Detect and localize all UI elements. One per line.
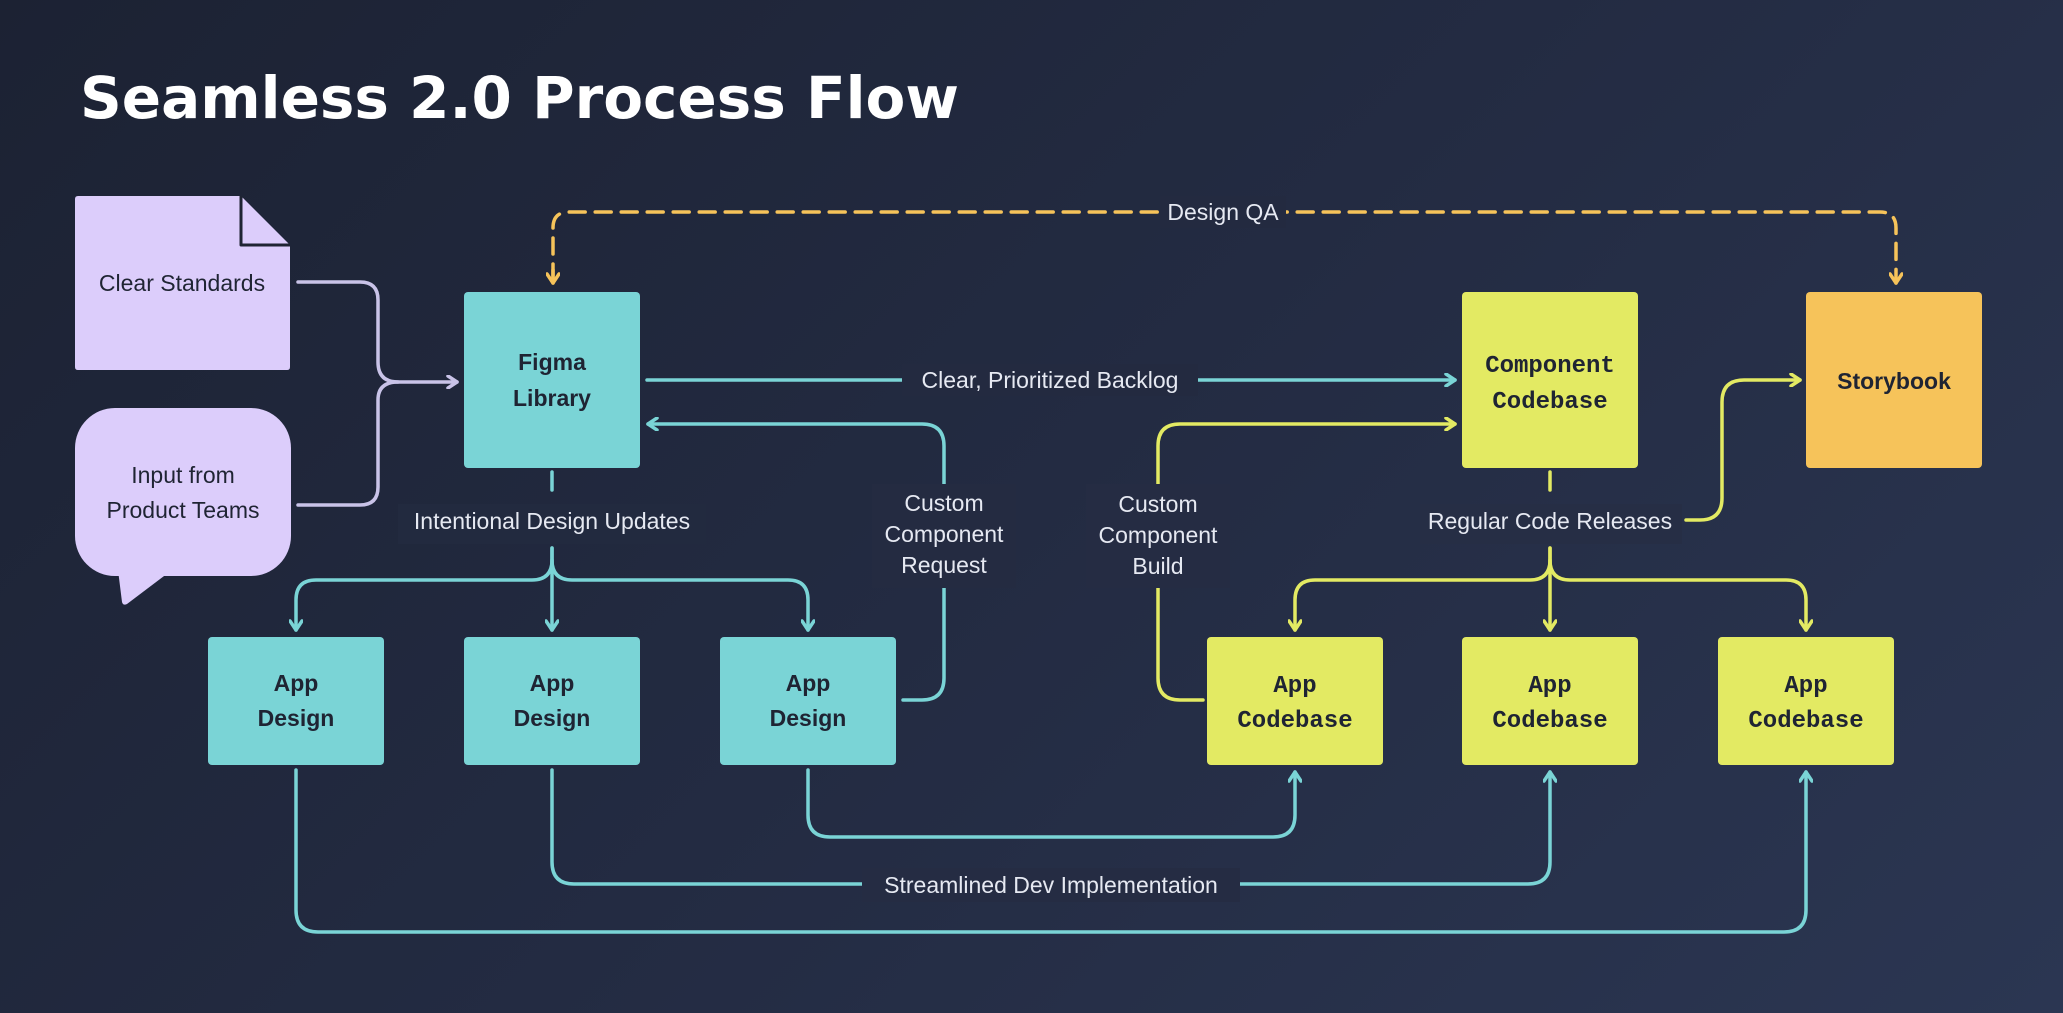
dev-impl-label: Streamlined Dev Implementation xyxy=(884,872,1218,898)
component-codebase-label-2: Codebase xyxy=(1492,389,1607,416)
code-releases-left xyxy=(1295,546,1552,632)
app-design-label-3b: Design xyxy=(770,705,847,731)
app-design-label-2a: App xyxy=(530,670,575,696)
product-input-node: Input from Product Teams xyxy=(75,408,291,605)
code-releases-right xyxy=(1548,558,1806,632)
page-title: Seamless 2.0 Process Flow xyxy=(80,64,959,132)
app-codebase-label-2b: Codebase xyxy=(1492,708,1607,735)
app-codebase-node-3: App Codebase xyxy=(1718,637,1894,765)
app-codebase-label-2a: App xyxy=(1528,673,1571,700)
custom-request-label-1: Custom xyxy=(904,490,983,516)
app-design-label-2b: Design xyxy=(514,705,591,731)
custom-build-label-1: Custom xyxy=(1118,491,1197,517)
design-updates-label-bg xyxy=(398,504,706,544)
component-codebase-node: Component Codebase xyxy=(1462,292,1638,468)
code-releases-label-bg xyxy=(1420,504,1682,544)
app-codebase-label-1b: Codebase xyxy=(1237,708,1352,735)
app-codebase-label-1a: App xyxy=(1273,673,1316,700)
product-input-label-2: Product Teams xyxy=(107,497,260,523)
clear-standards-label: Clear Standards xyxy=(99,270,265,296)
storybook-label: Storybook xyxy=(1837,368,1951,394)
app-codebase-node-1: App Codebase xyxy=(1207,637,1383,765)
clear-standards-node: Clear Standards xyxy=(75,196,290,370)
app-design-node-2: App Design xyxy=(464,637,640,765)
figma-library-label-1: Figma xyxy=(518,349,586,375)
input-connector xyxy=(296,380,400,507)
custom-request-label-2: Component xyxy=(885,521,1005,547)
custom-build-label-bg xyxy=(1086,484,1230,588)
custom-build-label-3: Build xyxy=(1132,553,1183,579)
design-qa-label: Design QA xyxy=(1167,199,1279,225)
design-qa-label-bg xyxy=(1160,196,1286,228)
storybook-connector xyxy=(1684,380,1802,522)
component-codebase-label-1: Component xyxy=(1485,353,1615,380)
dev-impl-middle xyxy=(550,768,1550,886)
backlog-label-bg xyxy=(902,364,1198,396)
design-updates-right xyxy=(550,558,808,632)
app-design-label-1a: App xyxy=(274,670,319,696)
backlog-label: Clear, Prioritized Backlog xyxy=(922,367,1179,393)
figma-library-node: Figma Library xyxy=(464,292,640,468)
product-input-label-1: Input from xyxy=(131,462,235,488)
dev-impl-outer xyxy=(294,768,1806,934)
custom-request-label-bg xyxy=(872,484,1016,588)
app-design-label-1b: Design xyxy=(258,705,335,731)
storybook-node: Storybook xyxy=(1806,292,1982,468)
app-design-label-3a: App xyxy=(786,670,831,696)
app-design-node-3: App Design xyxy=(720,637,896,765)
app-design-node-1: App Design xyxy=(208,637,384,765)
standards-connector xyxy=(296,280,459,382)
design-updates-fan xyxy=(296,546,554,632)
custom-build-label-2: Component xyxy=(1099,522,1219,548)
app-codebase-label-3b: Codebase xyxy=(1748,708,1863,735)
custom-request-label-3: Request xyxy=(901,552,987,578)
app-codebase-node-2: App Codebase xyxy=(1462,637,1638,765)
code-releases-label: Regular Code Releases xyxy=(1428,508,1672,534)
design-updates-label: Intentional Design Updates xyxy=(414,508,690,534)
dev-impl-label-bg xyxy=(862,868,1240,902)
dev-impl-inner xyxy=(806,768,1295,839)
app-codebase-label-3a: App xyxy=(1784,673,1827,700)
figma-library-label-2: Library xyxy=(513,385,591,411)
